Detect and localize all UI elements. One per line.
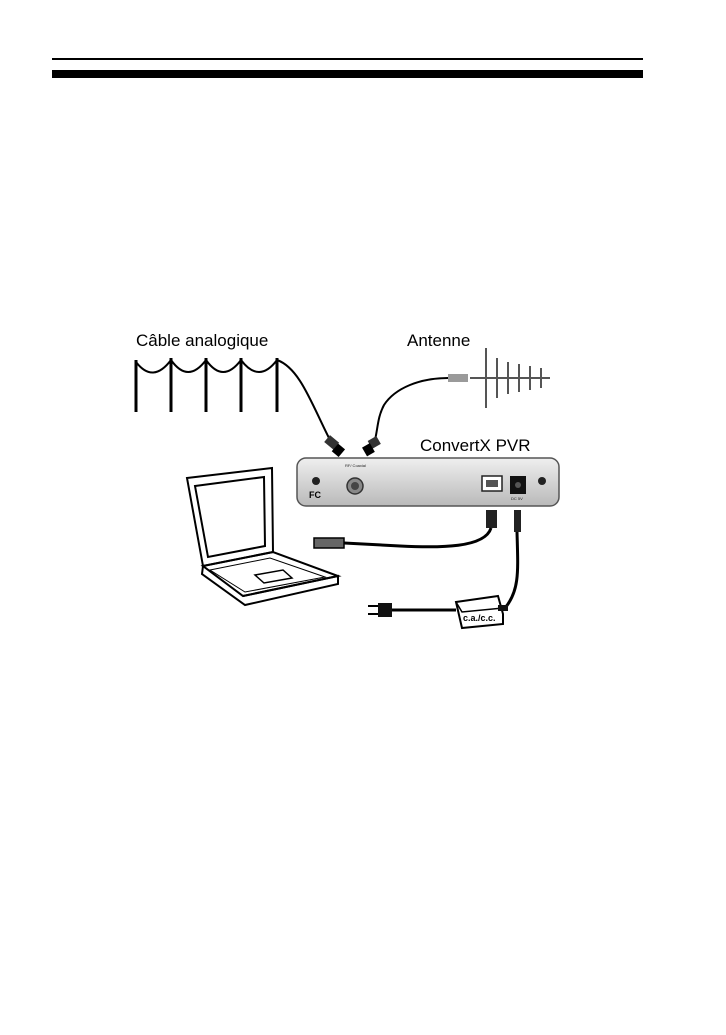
usb-cable — [344, 528, 491, 547]
analog-cable-wire — [136, 360, 330, 440]
usb-plug — [486, 510, 497, 528]
adapter-label: c.a./c.c. — [463, 613, 496, 623]
antenna-label: Antenne — [407, 331, 470, 350]
antenna-wire — [374, 378, 448, 444]
ac-plug-icon — [368, 603, 392, 617]
power-adapter: c.a./c.c. — [456, 596, 508, 628]
convertx-device: RF/ Coaxial FC DC 5V — [297, 458, 559, 506]
cable-label: Câble analogique — [136, 331, 268, 350]
analog-cable-poles — [136, 358, 277, 412]
antenna-cable-connector — [362, 436, 381, 456]
usb-connector-laptop — [314, 538, 344, 548]
dc-port-label: DC 5V — [511, 496, 523, 501]
dc-cable — [502, 532, 518, 610]
antenna-connector — [448, 374, 468, 382]
fc-mark: FC — [309, 490, 321, 500]
dc-plug — [514, 510, 521, 532]
antenna-icon — [470, 348, 550, 408]
cable-connector — [324, 435, 345, 457]
rf-port-label: RF/ Coaxial — [345, 463, 366, 468]
device-label: ConvertX PVR — [420, 436, 531, 455]
